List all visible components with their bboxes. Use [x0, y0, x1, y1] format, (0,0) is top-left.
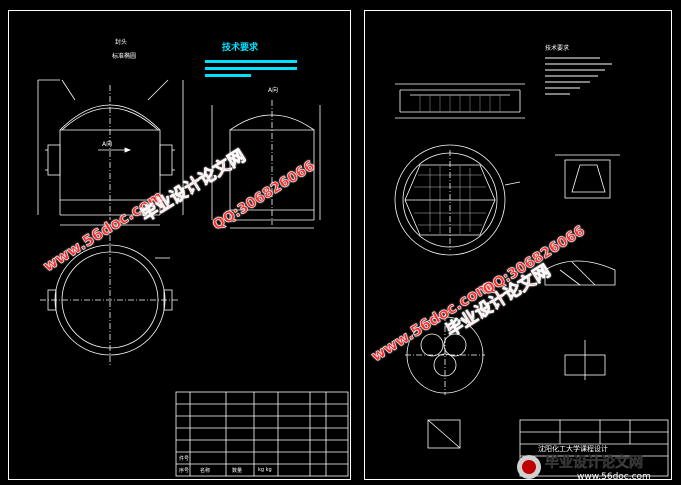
right-drawing-sheet: [364, 10, 672, 480]
tb-weight-label: kg kg: [258, 467, 272, 473]
right-title-block-name: 沈阳化工大学课程设计: [538, 445, 608, 453]
vessel-plan-circle: [40, 235, 180, 365]
head-subtitle-label: 标准椭圆: [112, 53, 137, 60]
right-title-block: [519, 419, 669, 477]
tray-plan-circle: [394, 144, 506, 256]
right-tech-notes: [545, 57, 612, 95]
banner-brand: 毕业设计论文网: [545, 455, 644, 472]
tb-item-no-label: 件号: [179, 456, 190, 462]
vessel-side-view: [229, 114, 315, 211]
banner-url: www.56doc.com: [577, 472, 651, 482]
left-tech-req-title: 技术要求: [222, 43, 259, 53]
tb-seq-label: 序号: [179, 468, 190, 474]
view-a-label: A向: [268, 87, 279, 94]
tech-req-bars: [205, 60, 297, 77]
site-banner: 毕业设计论文网 www.56doc.com: [515, 450, 681, 485]
vessel-front-view: [59, 104, 161, 201]
right-tech-req-title: 技术要求: [545, 45, 570, 52]
weld-detail-middle: [544, 260, 616, 286]
arrow-a-label: A向: [102, 141, 113, 148]
weld-detail-small: [427, 419, 461, 449]
detail-circle-view: [405, 315, 485, 395]
tb-qty-label: 数量: [232, 468, 243, 474]
head-title-label: 封头: [115, 39, 128, 46]
weld-detail-top: [555, 154, 620, 199]
left-drawing-sheet: [8, 10, 351, 480]
left-title-block: [175, 391, 349, 477]
tb-name-label: 名称: [200, 468, 211, 474]
weld-detail-bottom: [564, 340, 606, 380]
